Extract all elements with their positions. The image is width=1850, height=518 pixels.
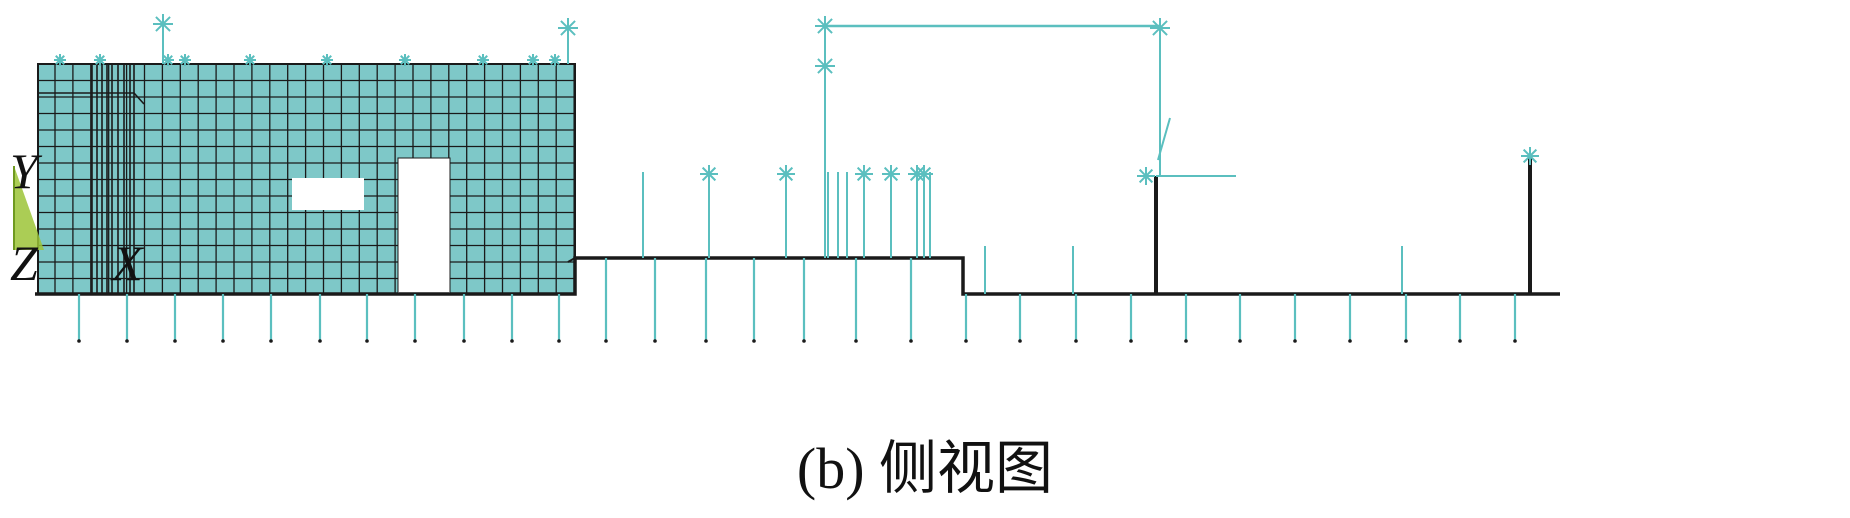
spring-node — [1293, 339, 1297, 343]
asterisk-icon — [915, 165, 933, 183]
asterisk-stroke — [1138, 168, 1154, 184]
spring-node — [854, 339, 858, 343]
asterisk-stroke — [817, 58, 833, 74]
asterisk-icon — [321, 54, 333, 66]
spring-node — [173, 339, 177, 343]
spring-node — [1404, 339, 1408, 343]
bottom-support-springs — [77, 16, 1539, 343]
asterisk-icon — [1521, 147, 1539, 165]
asterisk-stroke — [95, 55, 105, 65]
asterisk-icon — [882, 165, 900, 183]
asterisk-icon — [815, 16, 835, 36]
spring-node — [1184, 339, 1188, 343]
asterisk-stroke — [163, 55, 173, 65]
spring-node — [557, 339, 561, 343]
asterisk-stroke — [701, 166, 717, 182]
asterisk-stroke — [916, 166, 932, 182]
spring-node — [1348, 339, 1352, 343]
asterisk-icon — [244, 54, 256, 66]
meshed-wall-panel — [37, 63, 576, 295]
asterisk-stroke — [322, 55, 332, 65]
asterisk-stroke — [1522, 148, 1538, 164]
asterisk-icon — [558, 18, 578, 38]
asterisk-stroke — [180, 55, 190, 65]
asterisk-stroke — [155, 16, 171, 32]
asterisk-icon — [1150, 18, 1170, 38]
window-opening — [292, 178, 364, 210]
asterisk-stroke — [55, 55, 65, 65]
spring-node — [964, 339, 968, 343]
spring-node — [365, 339, 369, 343]
asterisk-stroke — [856, 166, 872, 182]
top-support-springs — [54, 14, 578, 66]
asterisk-icon — [549, 54, 561, 66]
asterisk-stroke — [528, 55, 538, 65]
asterisk-stroke — [400, 55, 410, 65]
spring-node — [413, 339, 417, 343]
spring-node — [77, 339, 81, 343]
strut-diagonal — [1157, 117, 1171, 161]
coordinate-triad-icon — [13, 166, 44, 250]
spring-node — [802, 339, 806, 343]
spring-node — [752, 339, 756, 343]
wall-openings — [292, 157, 451, 296]
asterisk-icon — [153, 14, 173, 34]
asterisk-icon — [179, 54, 191, 66]
spring-node — [704, 339, 708, 343]
spring-node — [604, 339, 608, 343]
asterisk-stroke — [550, 55, 560, 65]
spring-node — [1074, 339, 1078, 343]
spring-node — [1458, 339, 1462, 343]
asterisk-icon — [94, 54, 106, 66]
axis-label-y: Y — [10, 143, 38, 199]
spring-node — [1129, 339, 1133, 343]
asterisk-icon — [777, 165, 795, 183]
triad-wedge — [14, 166, 44, 250]
profile-polyline — [35, 256, 1560, 296]
figure-caption: (b) 侧视图 — [796, 436, 1054, 501]
asterisk-icon — [54, 54, 66, 66]
asterisk-icon — [700, 165, 718, 183]
asterisk-stroke — [817, 18, 833, 34]
asterisk-stroke — [478, 55, 488, 65]
asterisk-stroke — [883, 166, 899, 182]
asterisk-icon — [815, 56, 835, 76]
spring-node — [1238, 339, 1242, 343]
spring-node — [221, 339, 225, 343]
axis-label-x: X — [112, 235, 143, 291]
spring-node — [318, 339, 322, 343]
asterisk-icon — [527, 54, 539, 66]
spring-node — [125, 339, 129, 343]
spring-node — [462, 339, 466, 343]
spring-node — [653, 339, 657, 343]
asterisk-icon — [477, 54, 489, 66]
axis-label-z: Z — [10, 235, 38, 291]
asterisk-icon — [855, 165, 873, 183]
spring-node — [1513, 339, 1517, 343]
asterisk-icon — [399, 54, 411, 66]
asterisk-icon — [1137, 167, 1155, 185]
door-opening — [397, 157, 451, 295]
spring-node — [1018, 339, 1022, 343]
spring-node — [269, 339, 273, 343]
spring-node — [510, 339, 514, 343]
asterisk-stroke — [560, 20, 576, 36]
asterisk-stroke — [778, 166, 794, 182]
mesh-diagonal-line — [133, 92, 145, 105]
asterisk-stroke — [1152, 20, 1168, 36]
spring-node — [909, 339, 913, 343]
ground-profile-line — [35, 156, 1560, 296]
profile-kink — [567, 257, 576, 263]
asterisk-stroke — [245, 55, 255, 65]
